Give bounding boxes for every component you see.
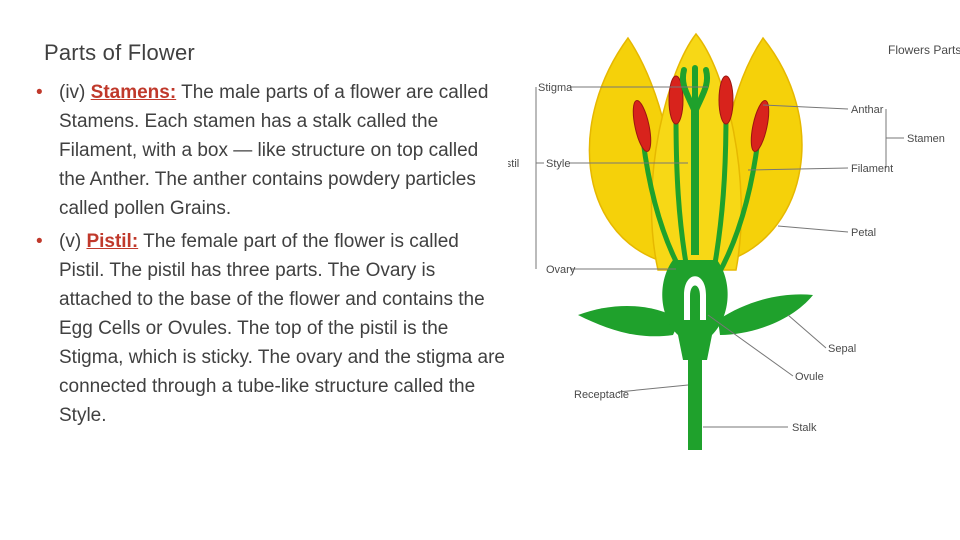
sepal-right xyxy=(718,294,813,335)
label-stalk: Stalk xyxy=(792,422,817,434)
sepal-left xyxy=(578,305,680,337)
label-filament: Filament xyxy=(851,163,893,175)
label-receptacle: Receptacle xyxy=(574,389,629,401)
label-ovule: Ovule xyxy=(795,371,824,383)
bullet-prefix: (v) xyxy=(59,231,87,252)
bullet-list: • (iv) Stamens: The male parts of a flowe… xyxy=(36,78,506,434)
stigma xyxy=(680,65,710,115)
bullet-text: The female part of the flower is called … xyxy=(59,231,505,426)
label-stamen: Stamen xyxy=(907,133,945,145)
ovule-cavity xyxy=(684,276,706,320)
flower-diagram: Flowers Parts Stigma Style Pistil Ovary … xyxy=(508,32,960,450)
term-pistil: Pistil: xyxy=(86,231,139,252)
bullet-marker: • xyxy=(36,231,43,252)
label-petal: Petal xyxy=(851,227,876,239)
label-sepal: Sepal xyxy=(828,343,856,355)
label-stigma: Stigma xyxy=(538,82,573,94)
label-pistil: Pistil xyxy=(508,158,519,170)
stamens xyxy=(632,75,770,277)
label-style: Style xyxy=(546,158,570,170)
anther xyxy=(718,75,734,125)
label-lines xyxy=(535,86,904,428)
slide-title: Parts of Flower xyxy=(44,40,195,65)
bullet-pistil: • (v) Pistil: The female part of the flow… xyxy=(36,227,506,430)
bullet-stamens: • (iv) Stamens: The male parts of a flowe… xyxy=(36,78,506,223)
anther xyxy=(750,100,770,152)
stalk xyxy=(688,355,702,450)
term-stamens: Stamens: xyxy=(90,82,177,103)
pistil xyxy=(680,65,710,255)
anther xyxy=(632,100,652,152)
diagram-heading: Flowers Parts xyxy=(888,43,960,57)
label-ovary: Ovary xyxy=(546,264,576,276)
bullet-marker: • xyxy=(36,82,43,103)
ovary xyxy=(662,260,728,360)
bullet-prefix: (iv) xyxy=(59,82,91,103)
anther xyxy=(668,75,684,125)
bullet-text: The male parts of a flower are called St… xyxy=(59,82,489,219)
label-anther: Anthar xyxy=(851,104,884,116)
